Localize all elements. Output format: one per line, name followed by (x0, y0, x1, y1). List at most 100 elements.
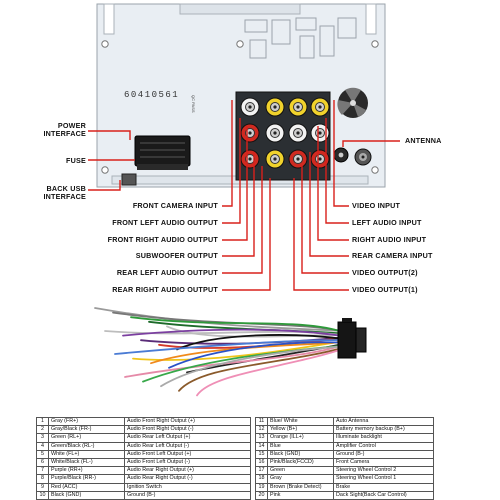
wire-function-cell: Audio Front Left Output (-) (124, 458, 251, 468)
wire-color-cell: Black (GND) (267, 449, 334, 460)
left-output-label: FRONT RIGHT AUDIO OUTPUT (107, 235, 218, 244)
left-output-arrow (222, 118, 241, 224)
wire-num-cell: 17 (255, 466, 268, 476)
right-output-arrow (309, 152, 349, 257)
left-output-arrow (222, 152, 255, 257)
wire-color-cell: White (FL+) (48, 449, 125, 460)
right-output-arrow (325, 118, 349, 224)
serial-number: 60410561 (124, 90, 180, 100)
right-output-label: VIDEO OUTPUT(1) (352, 285, 418, 294)
fan-grille (337, 87, 368, 118)
harness-wire (142, 344, 346, 383)
wire-num-cell: 1 (36, 416, 49, 427)
wire-function-cell: Steering Wheel Control 1 (333, 474, 434, 484)
wire-num-cell: 8 (36, 474, 49, 484)
wire-color-cell: Green (267, 466, 334, 476)
wire-num-cell: 3 (36, 433, 49, 443)
wire-function-cell: Illuminate backlight (333, 433, 434, 443)
arrow-power (88, 130, 131, 140)
head-unit-back-panel (96, 3, 386, 188)
wire-num-cell: 2 (36, 425, 49, 435)
label-fuse: FUSE (66, 156, 86, 165)
rca-jack (310, 123, 330, 143)
wire-function-cell: Ground (B-) (333, 449, 434, 460)
harness-wire (132, 340, 346, 361)
harness-connector (337, 318, 367, 359)
right-output-arrow (293, 178, 349, 291)
left-output-label: SUBWOOFER OUTPUT (135, 251, 218, 260)
right-output-arrow (317, 126, 349, 241)
rca-jack (265, 97, 285, 117)
wire-color-cell: Black (GND) (48, 490, 125, 500)
wire-num-cell: 5 (36, 449, 49, 460)
left-output-label: REAR LEFT AUDIO OUTPUT (116, 268, 218, 277)
wire-num-cell: 16 (255, 458, 268, 468)
wire-function-cell: Audio Rear Left Output (-) (124, 441, 251, 451)
wire-num-cell: 7 (36, 466, 49, 476)
wire-num-cell: 14 (255, 441, 268, 451)
left-output-label: FRONT CAMERA INPUT (132, 201, 218, 210)
wire-num-cell: 10 (36, 490, 49, 500)
wire-function-cell: Amplifier Control (333, 441, 434, 451)
wire-color-cell: Pink (267, 490, 334, 500)
wire-num-cell: 19 (255, 482, 268, 492)
wire-num-cell: 15 (255, 449, 268, 460)
wire-function-cell: Audio Front Right Output (-) (124, 425, 251, 435)
wire-color-cell: Purple/Black (RR-) (48, 474, 125, 484)
wire-function-cell: Audio Rear Left Output (+) (124, 433, 251, 443)
right-output-arrow (333, 100, 349, 207)
left-output-arrow (222, 178, 271, 291)
rca-jack (288, 123, 308, 143)
harness-wire (160, 345, 346, 388)
wire-num-cell: 4 (36, 441, 49, 451)
wire-color-cell: Blue/ White (267, 416, 334, 427)
arrow-antenna (342, 140, 400, 147)
right-output-arrow (301, 166, 349, 274)
wire-num-cell: 18 (255, 474, 268, 484)
label-power-interface: POWER INTERFACE (43, 121, 86, 138)
rca-jack-grid (240, 97, 330, 169)
right-output-label: RIGHT AUDIO INPUT (352, 235, 427, 244)
wire-function-cell: Auto Antenna (333, 416, 434, 427)
label-back-usb-interface: BACK USB INTERFACE (43, 184, 86, 201)
rca-jack (265, 149, 285, 169)
wire-color-cell: Green/Black (RL-) (48, 441, 125, 451)
wire-color-cell: Green (RL+) (48, 433, 125, 443)
label-arrows (88, 100, 400, 291)
harness-wire (114, 339, 346, 355)
wire-function-cell: Battery memory backup (B+) (333, 425, 434, 435)
wire-function-cell: Audio Rear Right Output (+) (124, 466, 251, 476)
harness-wire (124, 343, 346, 378)
wire-function-cell: Front Camera (333, 458, 434, 468)
left-output-arrow (222, 166, 263, 274)
wire-num-cell: 20 (255, 490, 268, 500)
rca-jack (288, 149, 308, 169)
rca-jack (240, 97, 260, 117)
wire-color-cell: Pink/Black(FCCD) (267, 458, 334, 468)
usb-connector (121, 173, 137, 186)
wire-function-cell: Steering Wheel Control 2 (333, 466, 434, 476)
wire-color-cell: Orange (ILL+) (267, 433, 334, 443)
rca-jack (265, 123, 285, 143)
wire-num-cell: 13 (255, 433, 268, 443)
wire-color-cell: Gray/Black (FR-) (48, 425, 125, 435)
left-output-label: REAR RIGHT AUDIO OUTPUT (112, 285, 218, 294)
wire-color-cell: Red (ACC) (48, 482, 125, 492)
rca-jack (288, 97, 308, 117)
left-output-label: FRONT LEFT AUDIO OUTPUT (112, 218, 218, 227)
wire-function-cell: Ground (B-) (124, 490, 251, 500)
